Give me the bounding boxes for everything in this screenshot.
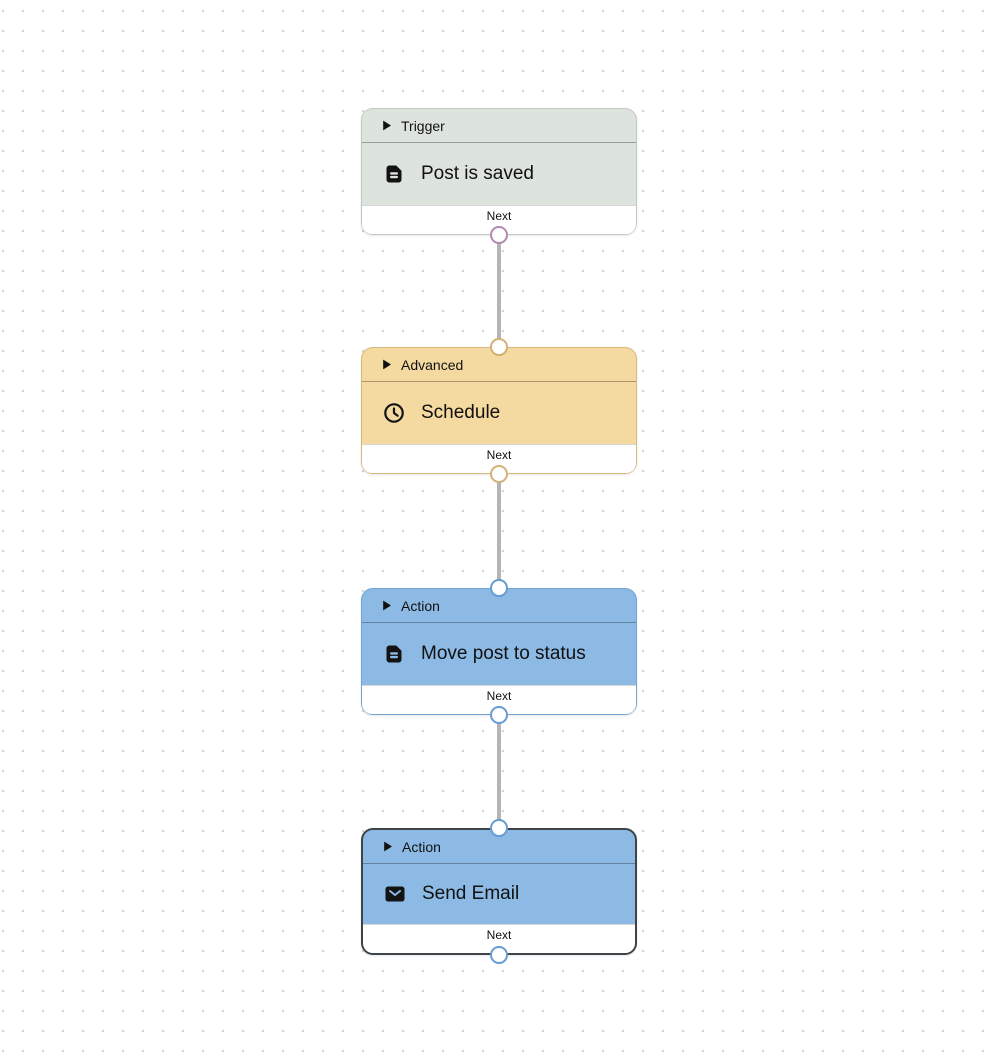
node-header: Action bbox=[363, 830, 635, 864]
node-category-label: Action bbox=[401, 597, 440, 614]
workflow-node-send-email[interactable]: Action Send Email Next bbox=[361, 828, 637, 955]
node-header: Action bbox=[362, 589, 636, 623]
node-output-port[interactable] bbox=[490, 706, 508, 724]
node-category-label: Trigger bbox=[401, 117, 445, 134]
node-category-label: Action bbox=[402, 838, 441, 855]
mail-icon bbox=[383, 882, 407, 906]
node-output-port[interactable] bbox=[490, 946, 508, 964]
node-title: Move post to status bbox=[421, 643, 586, 664]
workflow-node-trigger[interactable]: Trigger Post is saved Next bbox=[361, 108, 637, 235]
expand-arrow-icon[interactable] bbox=[382, 120, 392, 131]
node-title: Send Email bbox=[422, 883, 520, 904]
node-category-label: Advanced bbox=[401, 356, 464, 373]
node-output-port[interactable] bbox=[490, 465, 508, 483]
post-icon bbox=[382, 162, 406, 186]
expand-arrow-icon[interactable] bbox=[382, 359, 392, 370]
node-output-port[interactable] bbox=[490, 226, 508, 244]
next-label: Next bbox=[486, 448, 512, 462]
node-body: Move post to status bbox=[362, 623, 636, 685]
node-input-port[interactable] bbox=[490, 819, 508, 837]
connection-line bbox=[497, 235, 501, 347]
clock-icon bbox=[382, 401, 406, 425]
node-title: Post is saved bbox=[421, 163, 534, 184]
workflow-node-move-post[interactable]: Action Move post to status Next bbox=[361, 588, 637, 715]
node-body: Schedule bbox=[362, 382, 636, 444]
connection-line bbox=[497, 715, 501, 828]
next-label: Next bbox=[486, 689, 512, 703]
node-title: Schedule bbox=[421, 402, 501, 423]
next-label: Next bbox=[486, 209, 512, 223]
node-body: Send Email bbox=[363, 864, 635, 924]
node-header: Advanced bbox=[362, 348, 636, 382]
node-input-port[interactable] bbox=[490, 579, 508, 597]
node-input-port[interactable] bbox=[490, 338, 508, 356]
connection-line bbox=[497, 474, 501, 588]
node-footer: Next bbox=[362, 685, 636, 714]
node-body: Post is saved bbox=[362, 143, 636, 205]
node-header: Trigger bbox=[362, 109, 636, 143]
expand-arrow-icon[interactable] bbox=[382, 600, 392, 611]
post-icon bbox=[382, 642, 406, 666]
expand-arrow-icon[interactable] bbox=[383, 841, 393, 852]
next-label: Next bbox=[486, 928, 512, 942]
workflow-node-schedule[interactable]: Advanced Schedule Next bbox=[361, 347, 637, 474]
